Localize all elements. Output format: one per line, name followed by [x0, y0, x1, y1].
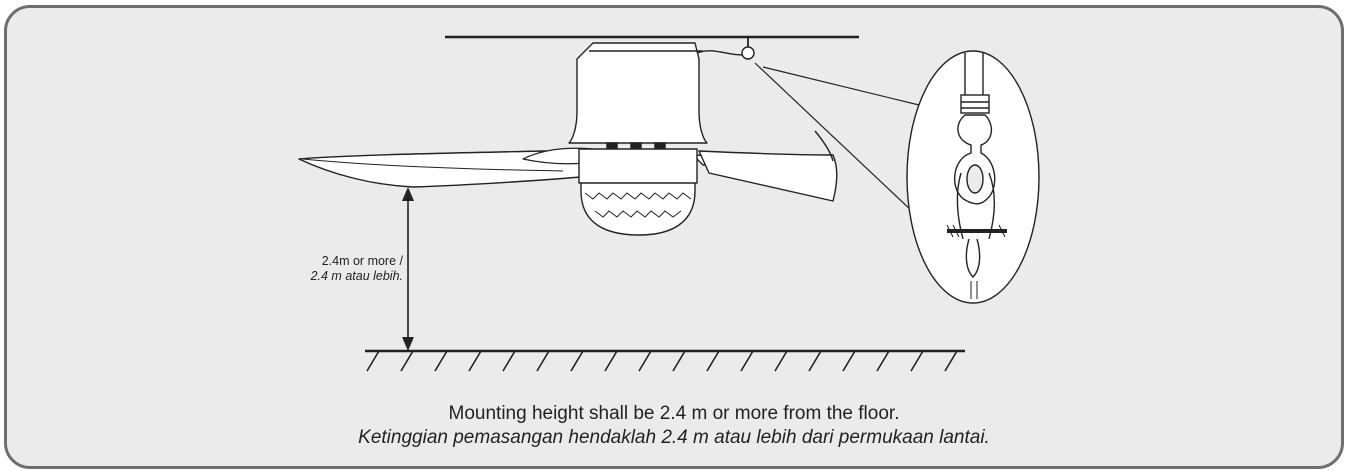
fan-mounting-diagram — [298, 35, 1040, 372]
height-arrow-icon — [402, 187, 414, 351]
height-label-ms: 2.4 m atau lebih. — [310, 269, 403, 283]
magnifier-line-lower — [754, 62, 932, 230]
diagram-panel: 2.4m or more / 2.4 m atau lebih. Mountin… — [4, 5, 1344, 469]
height-label-en: 2.4m or more / — [321, 254, 403, 268]
floor-hatch-icon — [365, 349, 965, 372]
height-label: 2.4m or more / 2.4 m atau lebih. — [235, 254, 403, 284]
caption-en: Mounting height shall be 2.4 m or more f… — [448, 403, 900, 424]
ceiling-fan-icon — [298, 37, 838, 236]
magnifier-line-upper — [762, 66, 920, 106]
hook-detail-icon — [906, 50, 1040, 304]
caption-ms: Ketinggian pemasangan hendaklah 2.4 m at… — [358, 427, 990, 448]
caption: Mounting height shall be 2.4 m or more f… — [7, 402, 1341, 450]
